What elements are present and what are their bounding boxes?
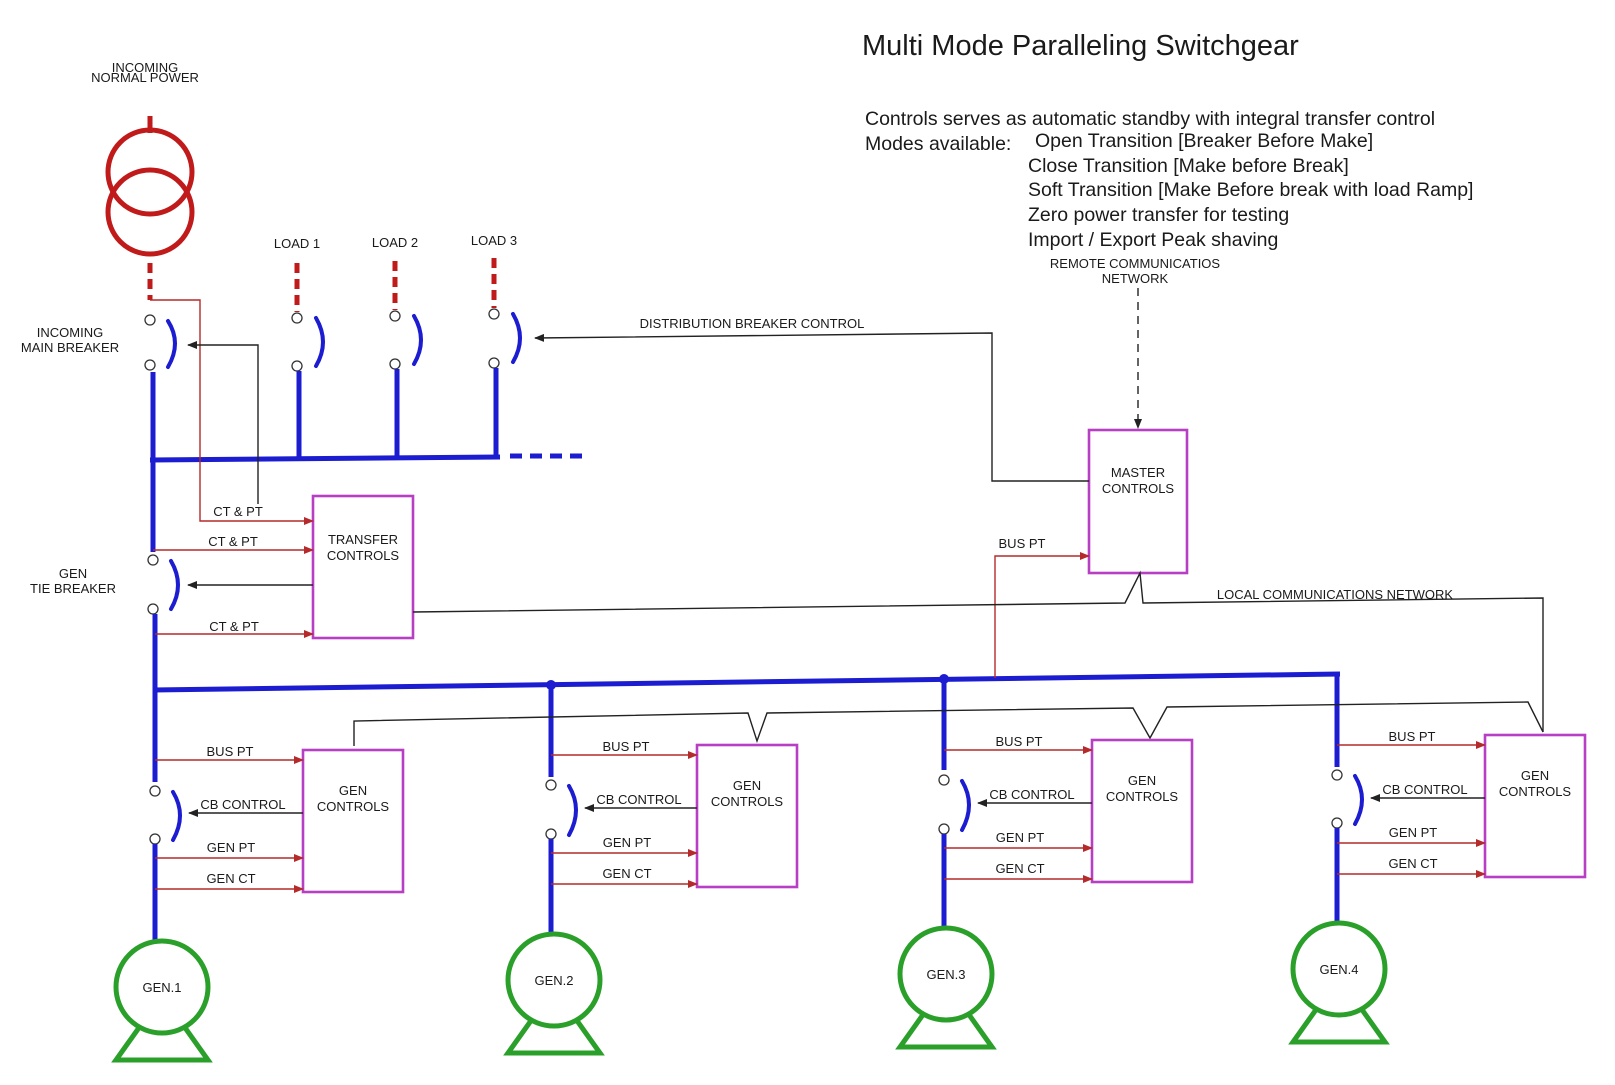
- gen-controls-label-line1: GEN: [339, 783, 367, 798]
- generator-section-3: [895, 738, 1194, 1050]
- master-bus-pt-label: BUS PT: [999, 536, 1046, 551]
- incoming-label-line1: INCOMING: [112, 60, 178, 75]
- remote-network-label-line1: REMOTE COMMUNICATIOS: [1050, 256, 1221, 271]
- load-label: LOAD 2: [372, 235, 418, 250]
- breaker-terminal: [1331, 769, 1343, 781]
- gen-controls-box: [1090, 738, 1194, 884]
- gen-ct-label: GEN CT: [1388, 856, 1437, 871]
- distribution-control-label: DISTRIBUTION BREAKER CONTROL: [640, 316, 865, 331]
- gen-controls-box: [1483, 733, 1587, 879]
- ct-pt-label: CT & PT: [209, 619, 259, 634]
- mode-item: Close Transition [Make before Break]: [1028, 155, 1349, 177]
- load-1-breaker-icon: [291, 263, 325, 458]
- generator-icon: [895, 925, 997, 1050]
- gen-controls-label-line2: CONTROLS: [1106, 789, 1179, 804]
- gen-controls-box: [301, 748, 405, 894]
- main-breaker-icon: [144, 314, 177, 371]
- generator-icon: [111, 938, 213, 1063]
- generator-label: GEN.1: [142, 980, 181, 995]
- mode-item: Soft Transition [Make Before break with …: [1028, 179, 1473, 201]
- generator-label: GEN.4: [1319, 962, 1358, 977]
- mode-item: Open Transition [Breaker Before Make]: [1035, 130, 1373, 152]
- main-breaker-label-line2: MAIN BREAKER: [21, 340, 119, 355]
- gen-pt-label: GEN PT: [603, 835, 651, 850]
- master-controls-box: MASTER CONTROLS: [1087, 428, 1189, 575]
- ct-pt-signals: [150, 299, 314, 638]
- gen-controls-box: [695, 743, 799, 889]
- transfer-controls-label-line1: TRANSFER: [328, 532, 398, 547]
- incoming-label-line2: NORMAL POWER: [91, 70, 199, 85]
- load-2-breaker-icon: [389, 261, 423, 458]
- generator-icon: [503, 931, 605, 1056]
- gen-ct-label: GEN CT: [995, 861, 1044, 876]
- master-controls-label-line1: MASTER: [1111, 465, 1165, 480]
- breaker-contact-icon: [171, 790, 182, 842]
- gen-controls-label-line1: GEN: [1521, 768, 1549, 783]
- master-controls-label-line2: CONTROLS: [1102, 481, 1175, 496]
- generator-section-4: [1288, 733, 1587, 1045]
- utility-bus: [149, 372, 585, 552]
- load-label: LOAD 3: [471, 233, 517, 248]
- load-label: LOAD 1: [274, 236, 320, 251]
- gen-pt-label: GEN PT: [996, 830, 1044, 845]
- local-network-label: LOCAL COMMUNICATIONS NETWORK: [1217, 587, 1454, 602]
- gen-controls-label-line1: GEN: [1128, 773, 1156, 788]
- breaker-contact-icon: [567, 784, 578, 837]
- generator-label: GEN.3: [926, 967, 965, 982]
- gen-pt-label: GEN PT: [207, 840, 255, 855]
- ct-pt-label: CT & PT: [208, 534, 258, 549]
- breaker-terminal: [545, 828, 557, 840]
- breaker-contact-icon: [1353, 774, 1364, 826]
- transfer-control-lines: [187, 341, 313, 589]
- diagram-title: Multi Mode Paralleling Switchgear: [862, 30, 1299, 62]
- transfer-controls-label-line2: CONTROLS: [327, 548, 400, 563]
- local-communications-network: [353, 570, 1544, 746]
- cb-control-label: CB CONTROL: [596, 792, 681, 807]
- transfer-controls-box: TRANSFER CONTROLS: [311, 494, 415, 640]
- breaker-terminal: [149, 833, 161, 845]
- tie-breaker-icon: [147, 554, 180, 615]
- bus-pt-label: BUS PT: [1389, 729, 1436, 744]
- generator-label: GEN.2: [534, 973, 573, 988]
- modes-label: Modes available:: [865, 133, 1011, 155]
- breaker-terminal: [938, 823, 950, 835]
- gen-pt-label: GEN PT: [1389, 825, 1437, 840]
- distribution-control-line: [534, 332, 1089, 482]
- gen-controls-label-line2: CONTROLS: [1499, 784, 1572, 799]
- generator-section-1: [111, 748, 405, 1063]
- bus-pt-label: BUS PT: [603, 739, 650, 754]
- master-bus-pt-signal: [994, 552, 1090, 678]
- cb-control-label: CB CONTROL: [200, 797, 285, 812]
- breaker-contact-icon: [960, 779, 971, 832]
- description-line: Controls serves as automatic standby wit…: [865, 108, 1435, 130]
- mode-item: Import / Export Peak shaving: [1028, 229, 1278, 251]
- tie-breaker-label-line1: GEN: [59, 566, 87, 581]
- breaker-terminal: [1331, 817, 1343, 829]
- bus-pt-label: BUS PT: [207, 744, 254, 759]
- main-breaker-label-line1: INCOMING: [37, 325, 103, 340]
- bus-pt-label: BUS PT: [996, 734, 1043, 749]
- generator-icon: [1288, 920, 1390, 1045]
- tie-breaker-label-line2: TIE BREAKER: [30, 581, 116, 596]
- load-3-breaker-icon: [488, 258, 522, 458]
- breaker-terminal: [545, 779, 557, 791]
- gen-ct-label: GEN CT: [602, 866, 651, 881]
- gen-controls-label-line1: GEN: [733, 778, 761, 793]
- ct-pt-label: CT & PT: [213, 504, 263, 519]
- breaker-terminal: [938, 774, 950, 786]
- breaker-terminal: [149, 785, 161, 797]
- generator-bus: [152, 614, 1341, 782]
- gen-ct-label: GEN CT: [206, 871, 255, 886]
- gen-controls-label-line2: CONTROLS: [317, 799, 390, 814]
- mode-item: Zero power transfer for testing: [1028, 204, 1289, 226]
- remote-network-label-line2: NETWORK: [1102, 271, 1169, 286]
- generator-section-2: [503, 743, 799, 1056]
- transformer-icon: [105, 116, 195, 300]
- cb-control-label: CB CONTROL: [989, 787, 1074, 802]
- gen-controls-label-line2: CONTROLS: [711, 794, 784, 809]
- cb-control-label: CB CONTROL: [1382, 782, 1467, 797]
